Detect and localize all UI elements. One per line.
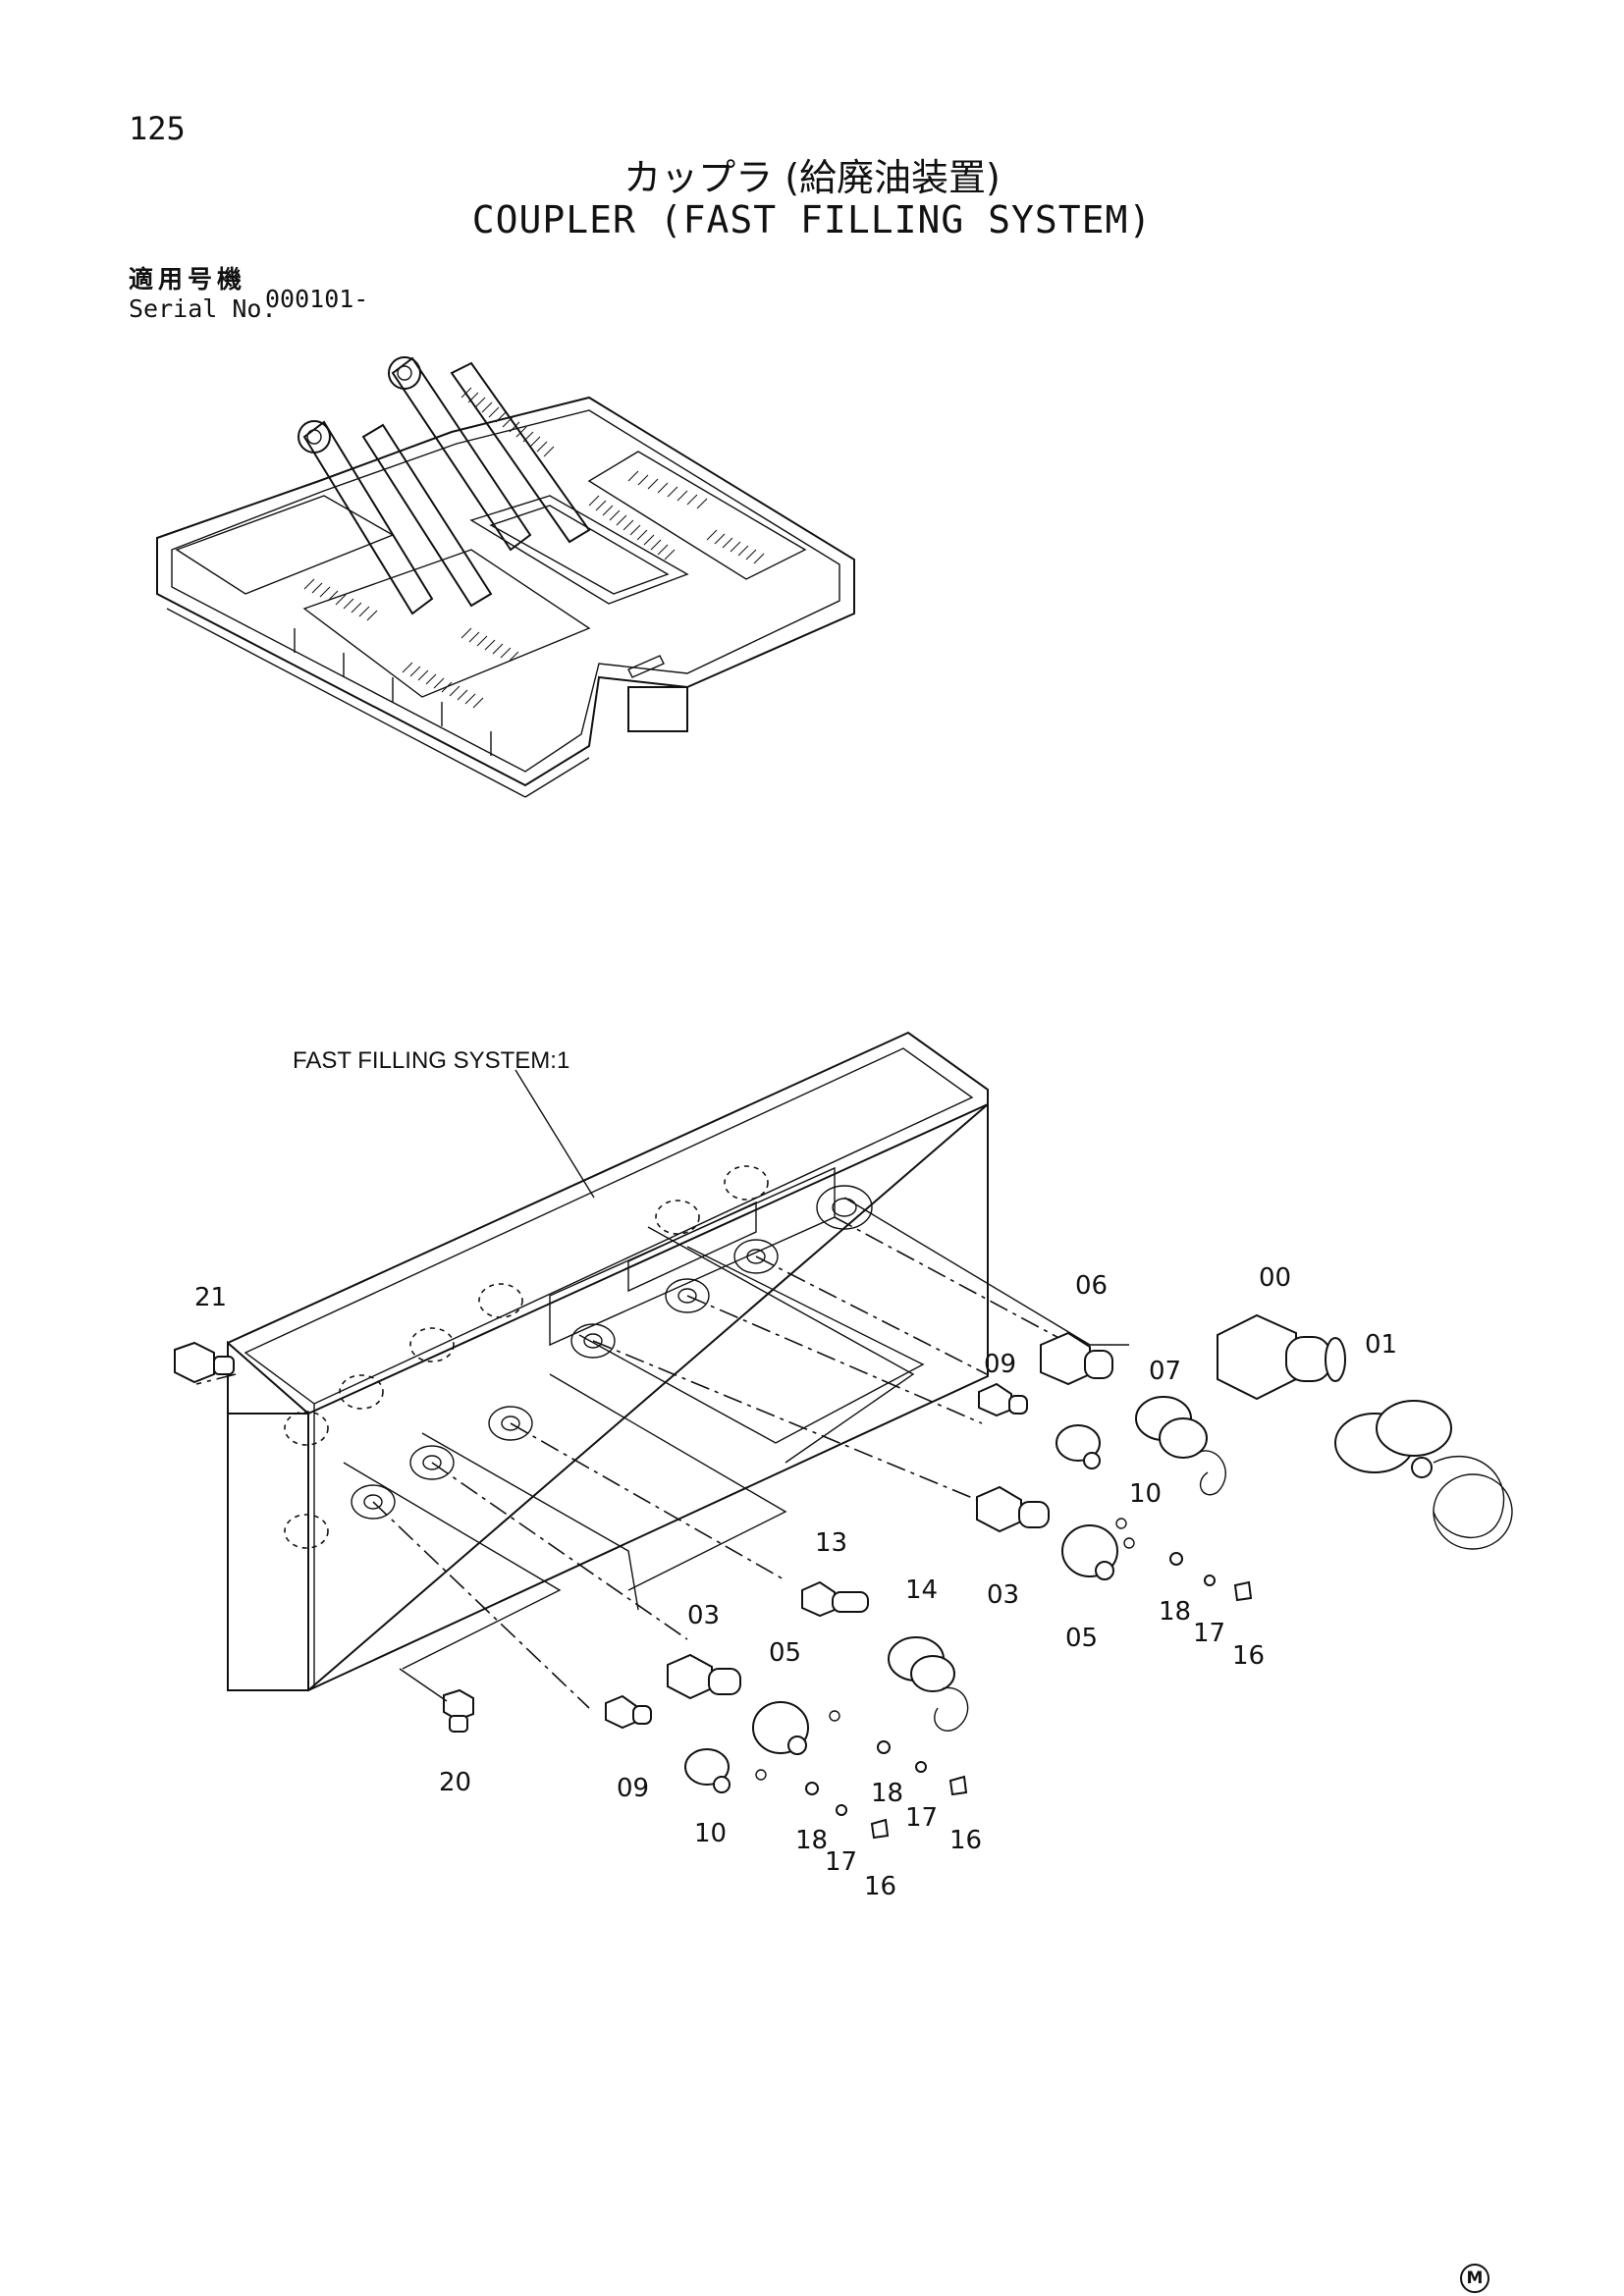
part-label: 18 bbox=[1159, 1597, 1191, 1627]
page-number: 125 bbox=[129, 110, 186, 147]
part-labels: 21 00 01 06 07 09 10 13 14 03 05 18 17 1… bbox=[194, 1263, 1397, 1901]
callout-fast-filling-system: FAST FILLING SYSTEM:1 bbox=[293, 1047, 569, 1074]
machine-frame-illustration bbox=[156, 356, 855, 798]
part-label: 16 bbox=[949, 1826, 982, 1855]
part-label: 16 bbox=[1232, 1641, 1265, 1671]
part-label: 17 bbox=[905, 1803, 938, 1833]
part-label: 09 bbox=[984, 1350, 1016, 1379]
serial-number-value: 000101- bbox=[265, 285, 369, 313]
serial-label: Serial No. bbox=[129, 294, 277, 323]
part-label: 20 bbox=[439, 1768, 471, 1797]
part-label: 16 bbox=[864, 1872, 896, 1901]
page-title-japanese: カップラ (給廃油装置) bbox=[623, 156, 1001, 199]
part-label: 17 bbox=[1193, 1619, 1225, 1648]
part-label: 05 bbox=[769, 1638, 801, 1668]
part-label: 21 bbox=[194, 1283, 227, 1312]
page-title-english: COUPLER (FAST FILLING SYSTEM) bbox=[471, 198, 1153, 241]
part-label: 14 bbox=[905, 1575, 938, 1605]
serial-label-japanese: 適用号機 bbox=[129, 265, 247, 294]
part-label: 09 bbox=[617, 1774, 649, 1803]
part-label: 03 bbox=[687, 1601, 720, 1630]
part-label: 13 bbox=[815, 1528, 847, 1558]
part-label: 00 bbox=[1259, 1263, 1291, 1293]
part-label: 18 bbox=[795, 1826, 828, 1855]
part-label: 10 bbox=[694, 1819, 727, 1848]
part-label: 03 bbox=[987, 1580, 1019, 1610]
part-label: 05 bbox=[1065, 1624, 1098, 1653]
part-label: 10 bbox=[1129, 1479, 1162, 1509]
manufacturer-mark: M bbox=[1460, 2264, 1489, 2293]
part-label: 18 bbox=[871, 1779, 903, 1808]
fast-filling-system-illustration bbox=[174, 1031, 1513, 1840]
part-label: 06 bbox=[1075, 1271, 1108, 1301]
part-label: 07 bbox=[1149, 1357, 1181, 1386]
part-label: 17 bbox=[825, 1847, 857, 1877]
part-label: 01 bbox=[1365, 1330, 1397, 1360]
